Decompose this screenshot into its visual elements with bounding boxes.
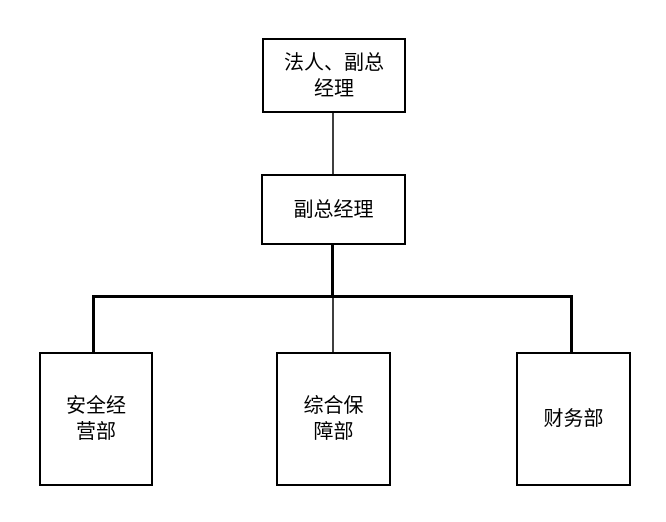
connector-deputy-trunk bbox=[331, 245, 334, 297]
node-deputy-gm: 副总经理 bbox=[261, 174, 406, 245]
node-safety-operations-dept: 安全经 营部 bbox=[39, 352, 153, 486]
node-deputy-gm-label: 副总经理 bbox=[293, 198, 374, 221]
node-general-support-dept: 综合保 障部 bbox=[276, 352, 391, 486]
node-general-support-dept-label: 综合保 障部 bbox=[303, 395, 364, 443]
node-safety-operations-dept-label: 安全经 营部 bbox=[66, 395, 126, 443]
connector-drop-right bbox=[570, 295, 573, 352]
connector-drop-left bbox=[92, 295, 95, 352]
node-finance-dept: 财务部 bbox=[516, 352, 631, 486]
node-finance-dept-label: 财务部 bbox=[543, 408, 604, 430]
connector-horizontal-rail bbox=[92, 295, 573, 298]
node-legal-deputy-gm: 法人、副总 经理 bbox=[262, 38, 406, 113]
connector-drop-center bbox=[332, 298, 334, 352]
node-legal-deputy-gm-label: 法人、副总 经理 bbox=[284, 51, 384, 100]
connector-root-to-deputy bbox=[332, 113, 334, 174]
